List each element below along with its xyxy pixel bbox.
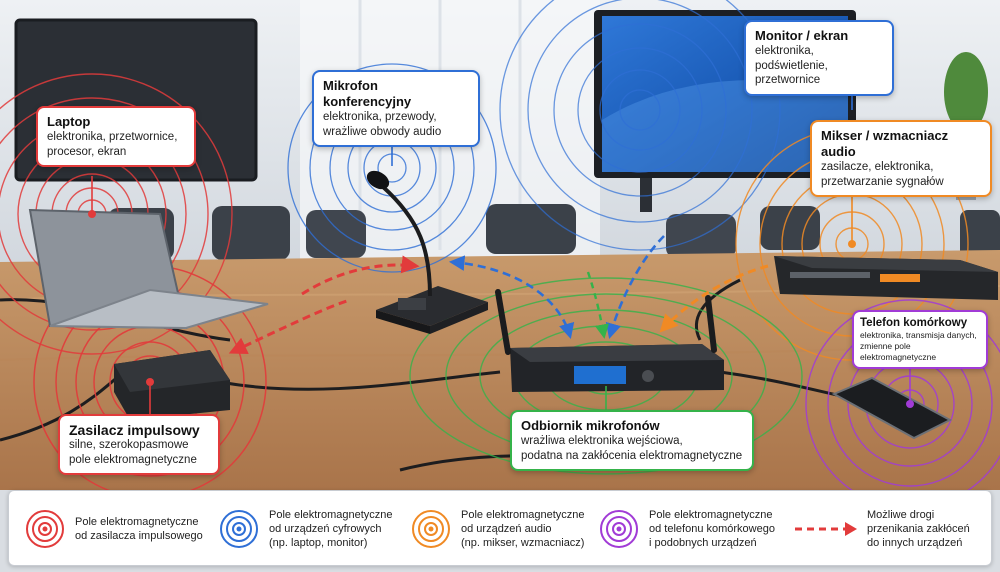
- legend-text-purple-field: Pole elektromagnetyczne od telefonu komó…: [649, 508, 775, 550]
- legend: Pole elektromagnetyczne od zasilacza imp…: [8, 490, 992, 566]
- callout-laptop: Laptop elektronika, przetwornice, proces…: [36, 106, 196, 167]
- legend-red-line-2: od zasilacza impulsowego: [75, 530, 203, 542]
- legend-path-line-1: Możliwe drogi: [867, 509, 935, 521]
- callout-microphone-title: Mikrofon konferencyjny: [323, 78, 412, 109]
- legend-item-interference-path: Możliwe drogi przenikania zakłóceń do in…: [793, 501, 970, 557]
- callout-receiver-line-1: wrażliwa elektronika wejściowa,: [521, 435, 683, 447]
- callout-receiver: Odbiornik mikrofonów wrażliwa elektronik…: [510, 410, 754, 471]
- callout-power-supply-line-2: pole elektromagnetyczne: [69, 453, 197, 466]
- power-supply: [114, 350, 230, 420]
- legend-text-red-field: Pole elektromagnetyczne od zasilacza imp…: [75, 515, 203, 543]
- callout-mixer-title: Mikser / wzmacniacz audio: [821, 128, 949, 159]
- callout-monitor-line-1: elektronika, podświetlenie,: [755, 45, 828, 72]
- red-field-icon: [26, 510, 64, 548]
- callout-microphone-line-1: elektronika, przewody,: [323, 111, 437, 123]
- arrow-mixer-to-receiver: [659, 264, 769, 333]
- legend-orange-line-1: Pole elektromagnetyczne: [461, 509, 585, 521]
- callout-power-supply-title: Zasilacz impulsowy: [69, 422, 200, 438]
- legend-item-orange-field: Pole elektromagnetyczne od urządzeń audi…: [409, 501, 585, 557]
- arrow-monitor-to-receiver: [605, 235, 665, 340]
- legend-orange-line-2: od urządzeń audio: [461, 523, 552, 535]
- legend-blue-line-2: od urządzeń cyfrowych: [269, 523, 382, 535]
- audio-mixer: [774, 240, 998, 300]
- callout-phone-title: Telefon komórkowy: [860, 317, 968, 329]
- legend-purple-line-3: i podobnych urządzeń: [649, 537, 757, 549]
- callout-laptop-title: Laptop: [47, 114, 91, 129]
- monitor-field-rings: [499, 0, 781, 251]
- legend-blue-line-1: Pole elektromagnetyczne: [269, 509, 393, 521]
- legend-red-line-1: Pole elektromagnetyczne: [75, 516, 199, 528]
- legend-item-purple-field: Pole elektromagnetyczne od telefonu komó…: [597, 501, 775, 557]
- arrow-field-to-receiver: [586, 271, 610, 339]
- legend-path-line-2: przenikania zakłóceń: [867, 523, 970, 535]
- mobile-phone: [831, 376, 953, 440]
- arrow-mic-to-receiver: [448, 255, 575, 340]
- orange-field-icon: [412, 510, 450, 548]
- callout-phone: Telefon komórkowy elektronika, transmisj…: [852, 310, 988, 369]
- legend-item-blue-field: Pole elektromagnetyczne od urządzeń cyfr…: [217, 501, 393, 557]
- callout-monitor-title: Monitor / ekran: [755, 28, 849, 43]
- legend-text-interference-path: Możliwe drogi przenikania zakłóceń do in…: [867, 508, 970, 550]
- blue-field-icon: [220, 510, 258, 548]
- legend-blue-line-3: (np. laptop, monitor): [269, 537, 368, 549]
- dashed-arrow-icon: [795, 522, 857, 536]
- callout-laptop-line-2: procesor, ekran: [47, 145, 127, 158]
- legend-text-blue-field: Pole elektromagnetyczne od urządzeń cyfr…: [269, 508, 393, 550]
- legend-orange-line-3: (np. mikser, wzmacniacz): [461, 537, 585, 549]
- legend-item-red-field: Pole elektromagnetyczne od zasilacza imp…: [23, 501, 203, 557]
- laptop: [28, 208, 269, 330]
- callout-receiver-line-2: podatna na zakłócenia elektromagnetyczne: [521, 449, 743, 462]
- callout-laptop-line-1: elektronika, przetwornice,: [47, 131, 178, 143]
- arrow-laptop-to-mic: [301, 255, 420, 296]
- legend-purple-line-2: od telefonu komórkowego: [649, 523, 775, 535]
- legend-purple-line-1: Pole elektromagnetyczne: [649, 509, 773, 521]
- callout-power-supply-line-1: silne, szerokopasmowe: [69, 439, 189, 451]
- callout-power-supply: Zasilacz impulsowy silne, szerokopasmowe…: [58, 414, 220, 475]
- callout-monitor: Monitor / ekran elektronika, podświetlen…: [744, 20, 894, 96]
- callout-mixer: Mikser / wzmacniacz audio zasilacze, ele…: [810, 120, 992, 197]
- legend-path-line-3: do innych urządzeń: [867, 537, 963, 549]
- microphone-receiver: [495, 289, 724, 392]
- callout-microphone: Mikrofon konferencyjny elektronika, prze…: [312, 70, 480, 147]
- purple-field-icon: [600, 510, 638, 548]
- legend-text-orange-field: Pole elektromagnetyczne od urządzeń audi…: [461, 508, 585, 550]
- callout-phone-line-1: elektronika, transmisja danych,: [860, 330, 977, 340]
- callout-monitor-line-2: przetwornice: [755, 74, 821, 86]
- callout-phone-line-2: zmienne pole elektromagnetyczne: [860, 341, 937, 362]
- callout-microphone-line-2: wrażliwe obwody audio: [323, 125, 442, 138]
- callout-receiver-title: Odbiornik mikrofonów: [521, 418, 660, 433]
- arrow-psu-to-mic: [228, 298, 351, 355]
- callout-mixer-line-1: zasilacze, elektronika,: [821, 161, 934, 173]
- callout-mixer-line-2: przetwarzanie sygnałów: [821, 175, 944, 188]
